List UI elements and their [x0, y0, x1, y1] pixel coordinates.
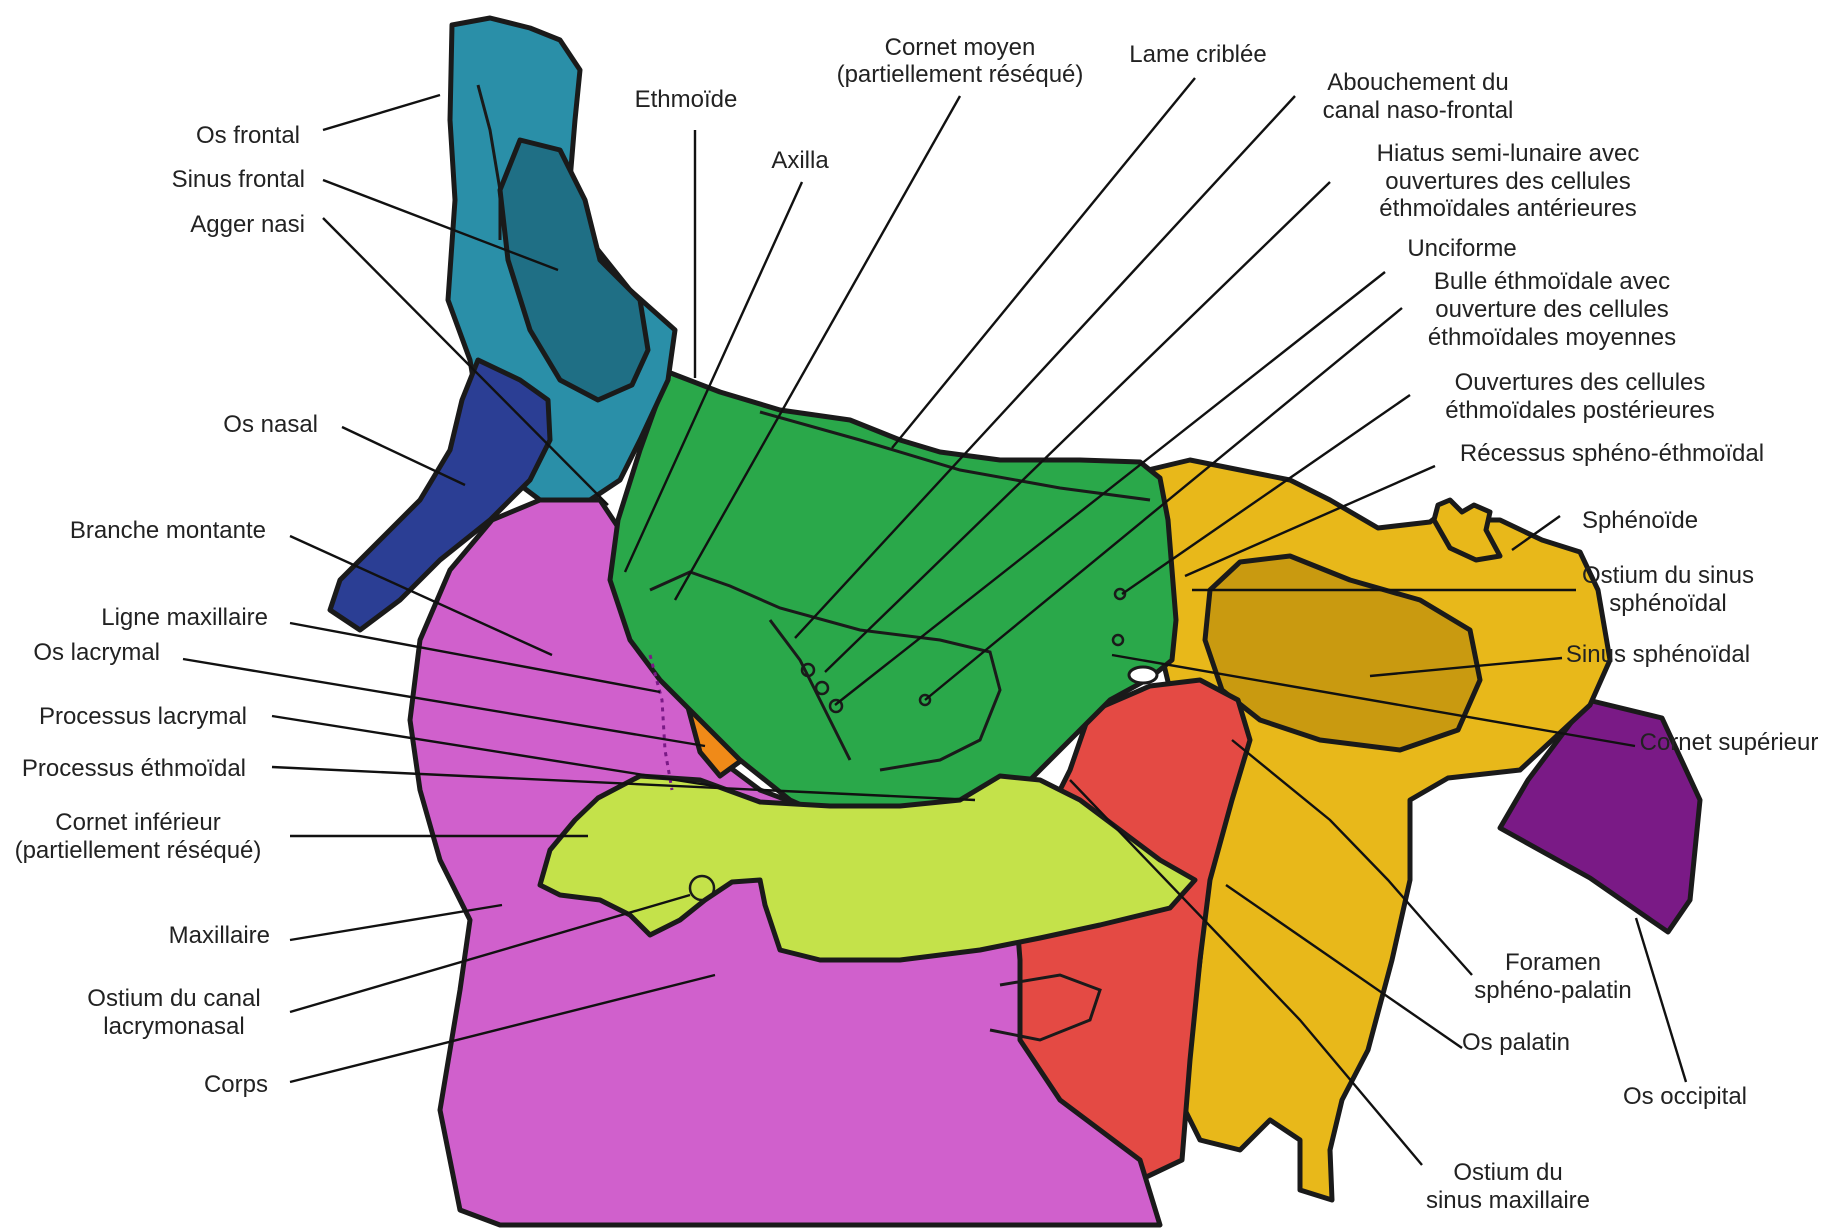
label-ostium-maxillaire-l1: Ostium du [1453, 1159, 1562, 1186]
label-unciforme: Unciforme [1407, 235, 1516, 262]
label-ligne-maxillaire: Ligne maxillaire [101, 604, 268, 631]
label-ostium-lacrymonasal-l1: Ostium du canal [87, 985, 260, 1012]
label-hiatus-l1: Hiatus semi-lunaire avec [1377, 140, 1640, 167]
ostium-sinus-sphenoidal [1129, 667, 1157, 683]
label-processus-ethmoidal: Processus éthmoïdal [22, 755, 246, 782]
label-branche-montante: Branche montante [70, 517, 266, 544]
label-ostium-sphenoidal-l2: sphénoïdal [1609, 590, 1726, 617]
label-cornet-moyen-l2: (partiellement réséqué) [837, 61, 1084, 88]
label-foramen-l2: sphéno-palatin [1474, 977, 1631, 1004]
leader-os-frontal [323, 95, 440, 130]
label-ostium-lacrymonasal-l2: lacrymonasal [103, 1013, 244, 1040]
label-ouvertures-post-l2: éthmoïdales postérieures [1445, 397, 1714, 424]
label-abouchement-l1: Abouchement du [1327, 69, 1508, 96]
label-recessus: Récessus sphéno-éthmoïdal [1460, 440, 1764, 467]
label-bulle-l3: éthmoïdales moyennes [1428, 324, 1676, 351]
label-os-lacrymal: Os lacrymal [33, 639, 160, 666]
label-cornet-superieur: Cornet supérieur [1640, 729, 1819, 756]
label-foramen-l1: Foramen [1505, 949, 1601, 976]
label-cornet-inferieur-l2: (partiellement réséqué) [15, 837, 262, 864]
label-os-palatin: Os palatin [1462, 1029, 1570, 1056]
label-ostium-sphenoidal-l1: Ostium du sinus [1582, 562, 1754, 589]
label-axilla: Axilla [771, 147, 829, 174]
label-sinus-sphenoidal: Sinus sphénoïdal [1566, 641, 1750, 668]
label-corps: Corps [204, 1071, 268, 1098]
label-ouvertures-post-l1: Ouvertures des cellules [1455, 369, 1706, 396]
label-cornet-moyen-l1: Cornet moyen [885, 34, 1036, 61]
label-os-nasal: Os nasal [223, 411, 318, 438]
label-processus-lacrymal: Processus lacrymal [39, 703, 247, 730]
label-cornet-inferieur-l1: Cornet inférieur [55, 809, 220, 836]
label-ostium-maxillaire-l2: sinus maxillaire [1426, 1187, 1590, 1214]
label-maxillaire: Maxillaire [169, 922, 270, 949]
label-hiatus-l3: éthmoïdales antérieures [1379, 195, 1636, 222]
label-abouchement-l2: canal naso-frontal [1323, 97, 1514, 124]
label-sinus-frontal: Sinus frontal [172, 166, 305, 193]
label-hiatus-l2: ouvertures des cellules [1385, 168, 1630, 195]
label-agger-nasi: Agger nasi [190, 211, 305, 238]
label-lame-criblee: Lame criblée [1129, 41, 1266, 68]
label-bulle-l2: ouverture des cellules [1435, 296, 1668, 323]
label-bulle-l1: Bulle éthmoïdale avec [1434, 268, 1670, 295]
label-os-frontal: Os frontal [196, 122, 300, 149]
leader-os-occipital [1636, 918, 1686, 1082]
label-sphenoide: Sphénoïde [1582, 507, 1698, 534]
label-ethmoide: Ethmoïde [635, 86, 738, 113]
label-os-occipital: Os occipital [1623, 1083, 1747, 1110]
